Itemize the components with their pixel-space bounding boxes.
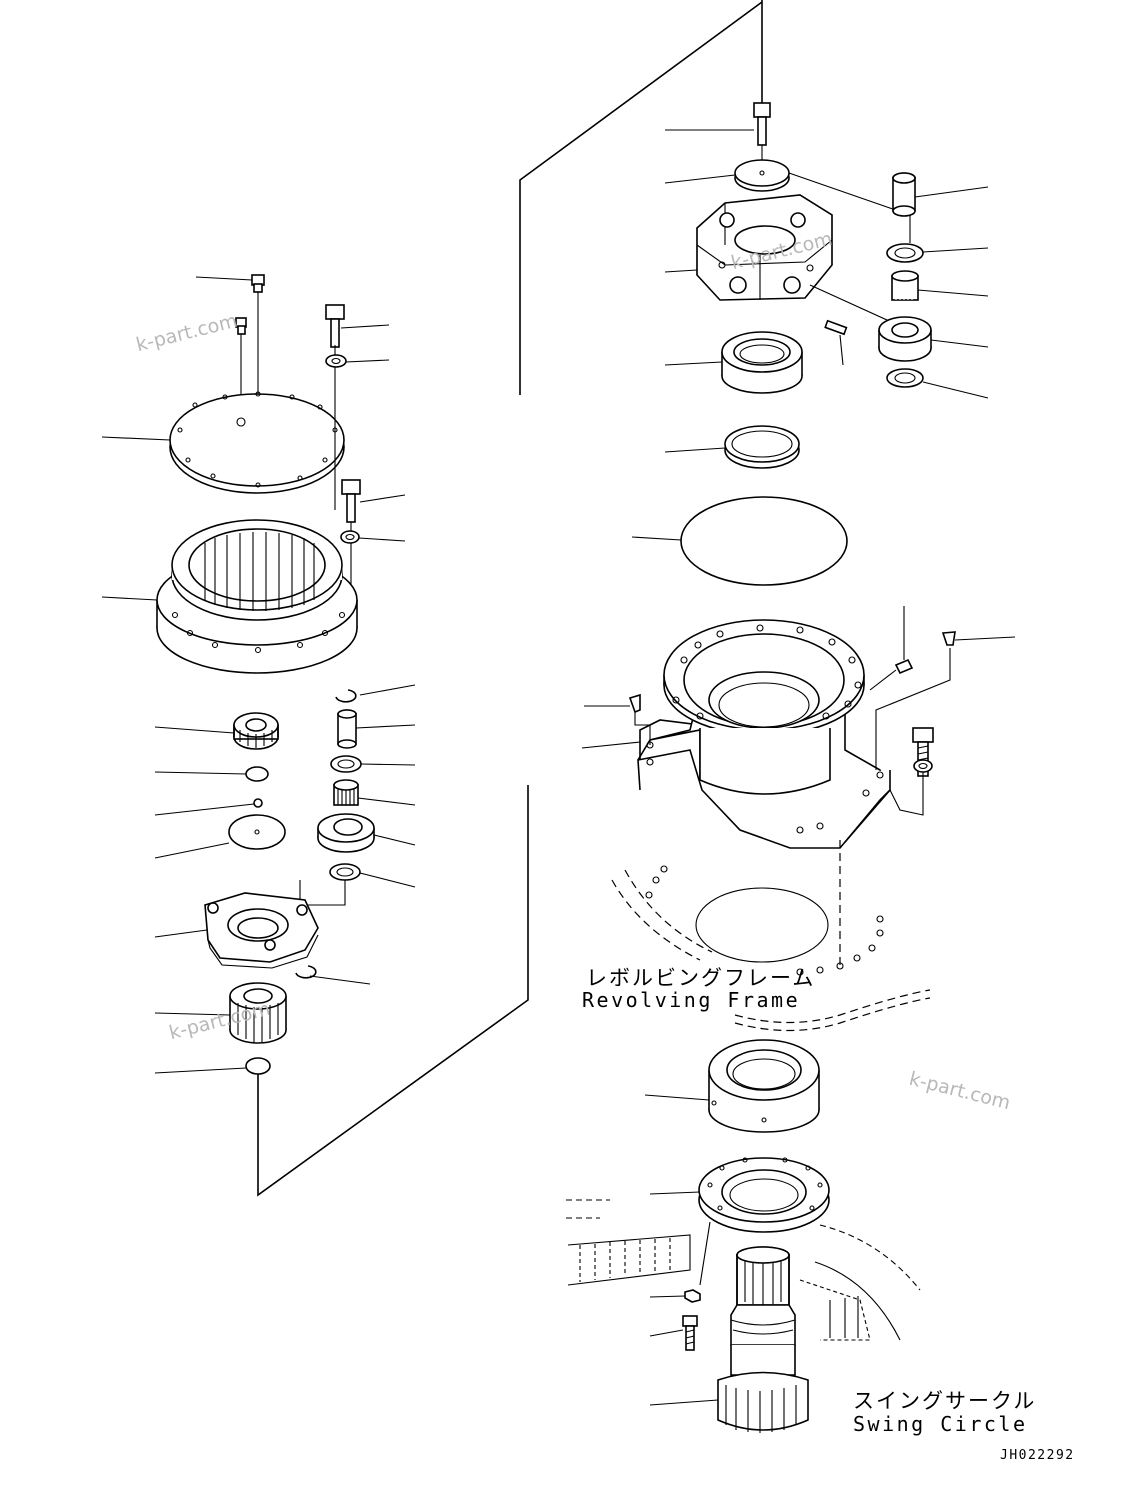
housing-part [637,619,891,849]
washer-part [913,759,933,773]
snap-ring-part [335,689,357,703]
planet-carrier-part [696,194,833,301]
bearing-part [721,331,803,394]
thrust-plate-part [245,1057,271,1075]
sun-gear-part [229,982,287,1044]
cover-plate-part [734,159,790,192]
o-ring-part [680,496,848,586]
bolt-part [325,304,345,510]
cover-plate-part [169,391,345,494]
swing-circle-outline [566,1199,921,1341]
washer-part [325,354,347,368]
sun-gear-part [233,712,279,750]
swing-circle-label-jp: スイングサークル [853,1389,1037,1413]
ball-part [253,798,263,808]
right-leader-lines [581,129,1016,1406]
pin-part [892,172,916,217]
washer-part [340,530,360,544]
spring-pin-part [824,319,848,366]
pin-part [337,709,357,749]
revolving-frame-label-en: Revolving Frame [582,988,801,1012]
thrust-washer-part [329,863,361,881]
thrust-plate-part [228,814,286,850]
thrust-washer-part [886,243,924,263]
plug-part [628,693,651,745]
plate-part [245,766,269,782]
thrust-washer-part [330,755,362,773]
needle-bearing-part [891,270,919,301]
planet-carrier-part [204,892,319,969]
needle-bearing-part [333,779,359,806]
ring-gear-part [156,519,358,674]
bearing-part [708,1039,820,1133]
bolt-part [753,102,771,160]
seal-ring-part [724,425,800,469]
revolving-frame-label-jp: レボルビングフレーム [586,966,816,990]
left-leader-lines [101,276,416,1074]
swing-circle-label-en: Swing Circle [853,1412,1028,1436]
pinion-cover-part [698,1157,830,1233]
drawing-code: JH022292 [1000,1448,1075,1463]
bolt-part [682,1315,698,1351]
grease-fitting-part [869,606,914,691]
pinion-shaft-part [717,1246,809,1433]
plug-part [875,631,956,770]
revolving-frame-outline [611,840,931,1032]
planet-gear-part [317,813,375,853]
assembly-connector-lines [257,0,763,1197]
planet-gear-part [878,316,932,362]
thrust-washer-part [886,368,924,388]
washer-part [684,1289,701,1303]
